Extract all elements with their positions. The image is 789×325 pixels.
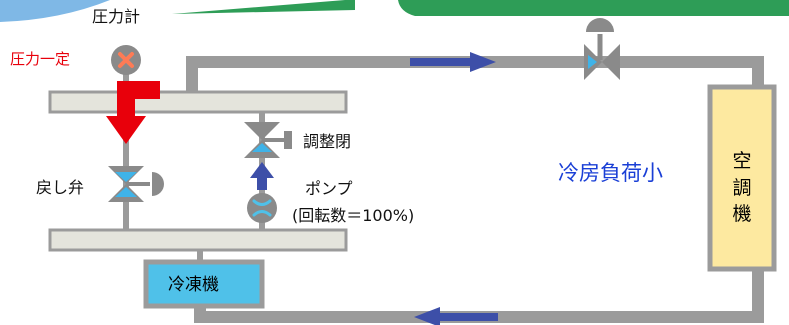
- bypass-arrow: [106, 81, 160, 144]
- control-valve-icon: [584, 18, 620, 80]
- constant-pressure-label: 圧力一定: [10, 50, 71, 68]
- pump-icon: [247, 193, 277, 223]
- refrigerator-box: [143, 259, 265, 309]
- pump-rate-label: (回転数＝100%): [292, 206, 415, 225]
- air-handler-box: [707, 84, 777, 272]
- pump-label: ポンプ: [305, 179, 353, 198]
- top-blue-band: [0, 0, 110, 22]
- pressure-gauge-icon: [111, 45, 141, 75]
- return-header: [48, 228, 348, 252]
- cooling-load-label: 冷房負荷小: [558, 161, 663, 185]
- top-green-band-right: [398, 0, 789, 16]
- pressure-gauge-label: 圧力計: [92, 7, 141, 26]
- supply-header: [48, 90, 348, 114]
- flow-arrow-bottom: [414, 307, 498, 325]
- air-handler-char: 機: [732, 203, 752, 226]
- air-handler-char: 調: [732, 176, 752, 199]
- air-handler-label: 空 調 機: [727, 148, 757, 228]
- air-handler-char: 空: [732, 150, 752, 172]
- flow-arrow-top: [410, 52, 496, 72]
- pump-flow-arrow: [250, 162, 274, 190]
- return-valve-label: 戻し弁: [36, 178, 85, 197]
- return-valve-icon: [108, 166, 164, 202]
- return-pipe: [194, 268, 764, 323]
- adjust-valve-icon: [244, 122, 292, 158]
- top-green-band-left: [172, 0, 355, 14]
- adjust-closed-label: 調整閉: [303, 132, 352, 151]
- refrigerator-label: 冷凍機: [168, 275, 219, 295]
